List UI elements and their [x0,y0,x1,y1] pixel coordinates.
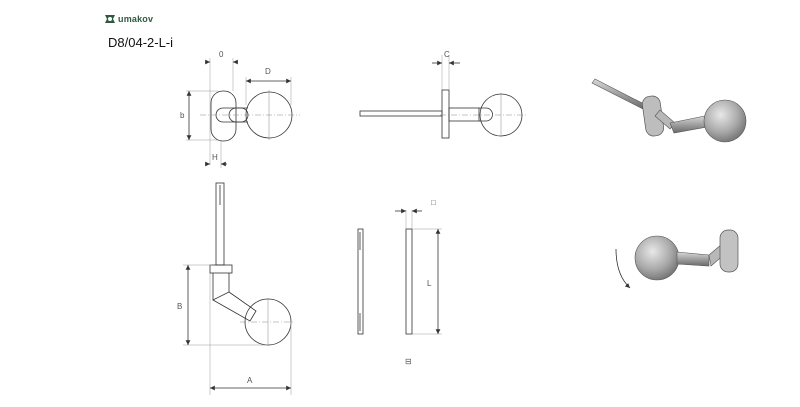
spindle-view [357,208,442,335]
dim-label-H: H [212,153,218,162]
product-code: D8/04-2-L-i [108,35,174,50]
dim-label-B: B [177,302,182,311]
dim-label-L: L [427,279,432,288]
brand-logo: umakov [104,14,153,24]
brand-name: umakov [118,14,154,24]
dim-label-D: D [265,67,271,76]
dim-label-b: b [180,111,185,120]
rose-plate [210,90,237,142]
iso-view-bottom [615,229,739,289]
umakov-logo-icon [105,15,115,23]
rotation-arrow-icon [615,248,631,289]
dim-label-C: C [444,50,450,59]
elevation-view [183,182,295,395]
dim-label-A: A [247,376,253,385]
spindle-section-symbol: ⊟ [405,357,412,366]
dim-label-square: □ [431,198,436,207]
side-view [359,55,528,139]
iso-view-top [591,78,747,143]
dim-label-0: 0 [219,50,224,59]
front-view [186,58,300,168]
